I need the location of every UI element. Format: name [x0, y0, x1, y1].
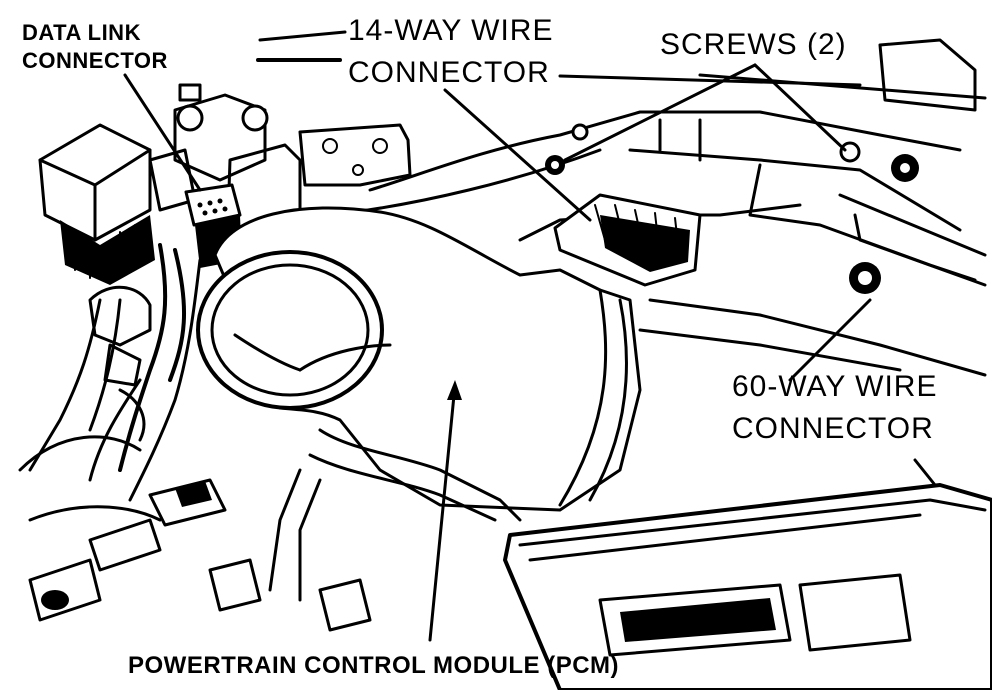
- label-data-link-line1: DATA LINK: [22, 20, 141, 45]
- harness-clamps: [88, 285, 152, 442]
- leader-14-way: [443, 88, 592, 222]
- leader-screw-left: [563, 63, 757, 162]
- bracket-plate: [298, 123, 412, 187]
- relay-middle: [148, 83, 302, 237]
- mount-nut: [849, 262, 881, 294]
- relay-left: [38, 123, 155, 285]
- pcm-module: [503, 458, 992, 690]
- connector-14-way: [553, 193, 702, 287]
- leader-60-way: [788, 298, 872, 382]
- label-60-way-line2: CONNECTOR: [732, 412, 934, 445]
- label-pcm: POWERTRAIN CONTROL MODULE (PCM): [128, 652, 620, 679]
- label-14-way-line1: 14-WAY WIRE: [348, 14, 554, 47]
- label-60-way-line1: 60-WAY WIRE: [732, 370, 938, 403]
- leader-pcm: [428, 383, 457, 642]
- screw-right: [839, 141, 919, 182]
- leader-screw-right: [753, 63, 847, 152]
- label-data-link-line2: CONNECTOR: [22, 48, 168, 73]
- wiring-harness: [18, 243, 522, 602]
- screw-left: [545, 123, 589, 175]
- air-intake-duct: [196, 206, 642, 512]
- leader-lines: [123, 63, 872, 642]
- lower-connectors: [28, 478, 372, 632]
- label-14-way-line2: CONNECTOR: [348, 56, 550, 89]
- leader-data-link: [123, 73, 202, 192]
- hood-edge-lines: [256, 30, 987, 100]
- label-screws: SCREWS (2): [660, 28, 847, 61]
